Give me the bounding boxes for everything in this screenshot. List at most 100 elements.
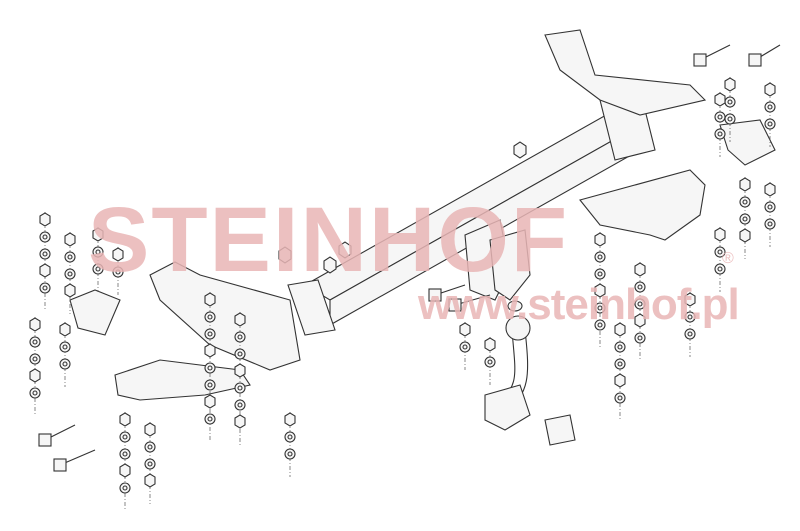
washer-hole-icon bbox=[717, 131, 723, 137]
washer-icon bbox=[739, 196, 751, 208]
hex-nut-icon bbox=[39, 212, 51, 227]
washer-icon bbox=[714, 128, 726, 140]
washer-icon bbox=[594, 319, 606, 331]
washer-hole-icon bbox=[207, 331, 213, 337]
washer-hole-icon bbox=[147, 461, 153, 467]
washer-icon bbox=[144, 441, 156, 453]
washer-hole-icon bbox=[597, 305, 603, 311]
left-mounting-bracket bbox=[69, 261, 301, 401]
hex-nut-icon bbox=[278, 246, 292, 264]
washer-hole-icon bbox=[637, 335, 643, 341]
hex-nut-icon bbox=[614, 373, 626, 388]
washer-hole-icon bbox=[617, 395, 623, 401]
washer-icon bbox=[594, 251, 606, 263]
washer-icon bbox=[684, 328, 696, 340]
washer-icon bbox=[724, 96, 736, 108]
washer-hole-icon bbox=[207, 382, 213, 388]
washer-hole-icon bbox=[637, 301, 643, 307]
hex-nut-icon bbox=[64, 283, 76, 298]
washer-icon bbox=[119, 482, 131, 494]
washer-hole-icon bbox=[207, 365, 213, 371]
bolt-head-icon bbox=[53, 458, 67, 472]
washer-icon bbox=[39, 282, 51, 294]
washer-hole-icon bbox=[42, 251, 48, 257]
bolt-head-icon bbox=[748, 53, 762, 67]
washer-hole-icon bbox=[637, 284, 643, 290]
washer-hole-icon bbox=[42, 234, 48, 240]
hex-nut-icon bbox=[594, 283, 606, 298]
washer-icon bbox=[112, 266, 124, 278]
washer-hole-icon bbox=[767, 121, 773, 127]
washer-icon bbox=[92, 263, 104, 275]
washer-hole-icon bbox=[237, 351, 243, 357]
washer-icon bbox=[634, 332, 646, 344]
hex-nut-icon bbox=[119, 463, 131, 478]
hex-nut-icon bbox=[459, 322, 471, 337]
washer-hole-icon bbox=[122, 485, 128, 491]
washer-hole-icon bbox=[462, 344, 468, 350]
washer-icon bbox=[614, 392, 626, 404]
washer-icon bbox=[204, 362, 216, 374]
washer-hole-icon bbox=[95, 249, 101, 255]
hex-nut-icon bbox=[204, 292, 216, 307]
washer-hole-icon bbox=[617, 344, 623, 350]
washer-hole-icon bbox=[727, 116, 733, 122]
hex-nut-icon bbox=[684, 292, 696, 307]
washer-icon bbox=[764, 218, 776, 230]
center-plates bbox=[464, 219, 531, 301]
washer-icon bbox=[64, 251, 76, 263]
washer-hole-icon bbox=[62, 361, 68, 367]
washer-icon bbox=[714, 246, 726, 258]
fasteners bbox=[29, 44, 781, 494]
washer-icon bbox=[204, 311, 216, 323]
hex-nut-icon bbox=[513, 141, 527, 159]
washer-hole-icon bbox=[147, 444, 153, 450]
hex-nut-icon bbox=[714, 92, 726, 107]
bolt-head-icon bbox=[428, 288, 442, 302]
washer-icon bbox=[634, 281, 646, 293]
washer-icon bbox=[119, 448, 131, 460]
washer-icon bbox=[634, 298, 646, 310]
bolt-head-icon bbox=[448, 298, 462, 312]
hex-nut-icon bbox=[739, 228, 751, 243]
washer-hole-icon bbox=[597, 271, 603, 277]
bolt-head-icon bbox=[693, 53, 707, 67]
washer-icon bbox=[204, 413, 216, 425]
hex-nut-icon bbox=[144, 422, 156, 437]
washer-icon bbox=[39, 248, 51, 260]
washer-icon bbox=[764, 101, 776, 113]
hex-nut-icon bbox=[764, 182, 776, 197]
washer-icon bbox=[204, 328, 216, 340]
hex-nut-icon bbox=[634, 313, 646, 328]
washer-icon bbox=[204, 379, 216, 391]
washer-icon bbox=[284, 431, 296, 443]
washer-icon bbox=[144, 458, 156, 470]
washer-icon bbox=[714, 111, 726, 123]
washer-icon bbox=[39, 231, 51, 243]
washer-icon bbox=[614, 341, 626, 353]
hex-nut-icon bbox=[634, 262, 646, 277]
hex-nut-icon bbox=[323, 256, 337, 274]
hex-nut-icon bbox=[284, 412, 296, 427]
washer-hole-icon bbox=[767, 104, 773, 110]
hex-nut-icon bbox=[614, 322, 626, 337]
washer-icon bbox=[714, 263, 726, 275]
hex-nut-icon bbox=[714, 227, 726, 242]
washer-icon bbox=[234, 382, 246, 394]
washer-icon bbox=[684, 311, 696, 323]
washer-hole-icon bbox=[767, 221, 773, 227]
hex-nut-icon bbox=[764, 82, 776, 97]
hex-nut-icon bbox=[64, 232, 76, 247]
washer-hole-icon bbox=[237, 402, 243, 408]
washer-hole-icon bbox=[767, 204, 773, 210]
washer-hole-icon bbox=[597, 254, 603, 260]
hex-nut-icon bbox=[29, 317, 41, 332]
washer-hole-icon bbox=[487, 359, 493, 365]
washer-icon bbox=[764, 118, 776, 130]
washer-hole-icon bbox=[207, 314, 213, 320]
washer-hole-icon bbox=[717, 266, 723, 272]
washer-hole-icon bbox=[32, 390, 38, 396]
washer-hole-icon bbox=[42, 285, 48, 291]
hex-nut-icon bbox=[204, 343, 216, 358]
electrical-socket bbox=[484, 384, 576, 446]
